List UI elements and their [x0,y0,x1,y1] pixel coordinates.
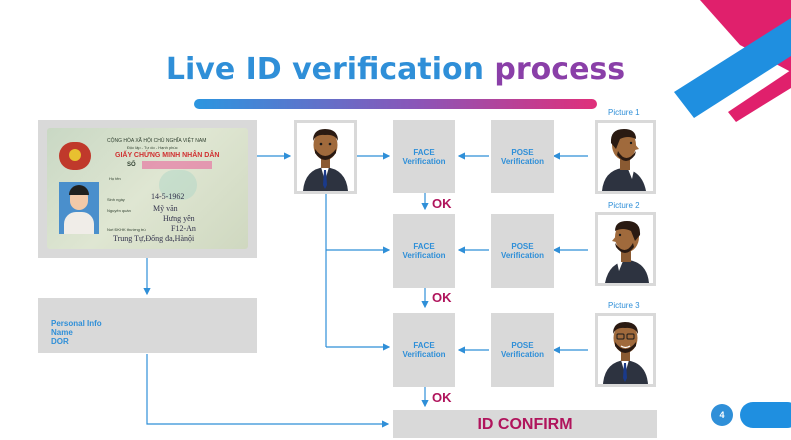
face-box-1-line2: Verification [402,156,446,166]
id-confirm-box: ID CONFIRM [393,410,657,438]
avatar-front-smile-icon [598,316,653,384]
page-number-badge: 4 [711,404,733,426]
face-box-3-line1: FACE [413,341,435,350]
ok-label-2: OK [432,290,452,305]
id-card-origin-label: Nguyên quán [107,208,131,213]
picture-label-1: Picture 1 [608,108,640,117]
id-card-origin-value: Mỹ văn [153,204,178,213]
id-card-address-label: Nơi ĐKHK thường trú [107,227,146,232]
deco-blue-stripe [674,18,791,118]
title-underline-bar [194,99,597,109]
pose-box-1-line2: Verification [500,156,545,166]
title-accent: process [494,52,626,87]
face-box-2-line1: FACE [413,242,435,251]
ok-label-3: OK [432,390,452,405]
picture-label-3: Picture 3 [608,301,640,310]
ok-label-1: OK [432,196,452,211]
personal-info-line2: Name [51,328,73,337]
id-card-emblem [59,142,91,170]
id-card-doc-title: GIẤY CHỨNG MINH NHÂN DÂN [115,152,220,159]
arrow-info-to-confirm [146,354,390,428]
id-card-stamp [159,170,197,200]
id-card-country: CỘNG HÒA XÃ HỘI CHỦ NGHĨA VIỆT NAM [107,138,207,144]
personal-info-box: Personal Info Name DOR [38,298,257,353]
pose-box-1-line1: POSE [511,147,534,157]
personal-info-line1: Personal Info [51,319,102,328]
id-card-motto: Độc lập - Tự do - Hạnh phúc [127,145,178,150]
id-card-number-label: SỐ [127,162,136,168]
id-card-address-value2: Trung Tự,Đống đa,Hànội [113,234,195,243]
pose-box-3-line2: Verification [500,350,545,359]
id-card-number-redacted [142,161,212,169]
pose-box-2-line2: Verification [500,251,545,260]
deco-bottom-bar [740,402,791,428]
face-box-1-line1: FACE [413,147,435,157]
face-box-2-line2: Verification [402,251,446,260]
id-card-name-label: Họ tên [109,176,121,181]
id-avatar-frame [294,120,357,194]
pose-box-2-line1: POSE [511,242,534,251]
id-card-address-value: F12-An [171,224,196,233]
id-card-birth-value: 14-5-1962 [151,192,185,201]
picture-1-frame [595,120,656,194]
id-card: CỘNG HÒA XÃ HỘI CHỦ NGHĨA VIỆT NAM Độc l… [47,128,248,249]
id-card-photo: CỘNG HÒA XÃ HỘI CHỦ NGHĨA VIỆT NAM Độc l… [38,120,257,258]
id-card-birth-label: Sinh ngày [107,197,125,202]
id-card-portrait [59,182,99,234]
personal-info-line3: DOR [51,337,69,346]
face-box-3-line2: Verification [402,350,446,359]
picture-3-frame [595,313,656,387]
deco-pink-stripe [728,70,791,122]
avatar-profile-right-icon [598,123,653,191]
avatar-front-icon [297,123,354,191]
title-main: Live ID verification [165,52,484,87]
id-confirm-label: ID CONFIRM [477,416,573,433]
id-card-origin-value2: Hưng yên [163,214,195,223]
avatar-profile-left-icon [598,215,653,283]
picture-label-2: Picture 2 [608,201,640,210]
picture-2-frame [595,212,656,286]
pose-box-3-line1: POSE [511,341,534,350]
page-title: Live ID verification process [0,52,791,87]
